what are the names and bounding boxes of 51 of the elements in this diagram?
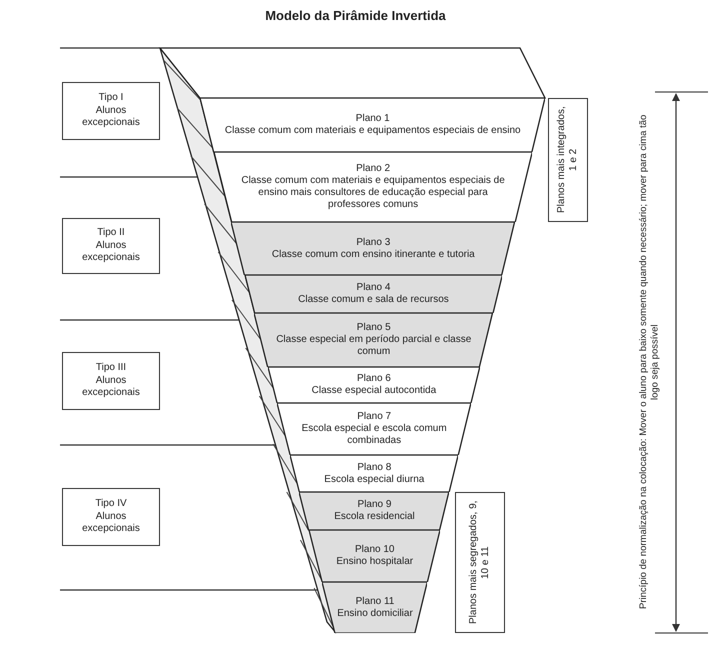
level-description: Escola residencial (334, 511, 415, 523)
pyramid-level (322, 582, 428, 633)
level-title: Plano 2 (356, 163, 390, 175)
level-description: Ensino domiciliar (337, 608, 413, 620)
category-title: Tipo I (98, 92, 124, 105)
level-description: Ensino hospitalar (336, 556, 414, 568)
level-title: Plano 1 (356, 113, 390, 125)
level-description: Classe comum e sala de recursos (298, 294, 449, 306)
bracket-box (548, 98, 588, 222)
category-box (62, 352, 160, 410)
level-title: Plano 8 (357, 462, 392, 474)
pyramid-level (290, 455, 458, 492)
note-text: Princípio de normalização na colocação: Mover o aluno para baixo somente quando necessário; mover para cima tão logo seja possível (638, 114, 662, 612)
level-description: Escola especial diurna (324, 474, 424, 486)
pyramid-level (299, 492, 450, 530)
level-description: Escola especial e escola comum combinadas (300, 423, 448, 447)
pyramid-level (254, 313, 493, 367)
category-description: Alunos excepcionais (81, 374, 141, 400)
pyramid-level (244, 275, 502, 313)
level-title: Plano 4 (356, 282, 390, 294)
category-title: Tipo III (94, 362, 128, 375)
category-box (62, 218, 160, 274)
level-title: Plano 7 (357, 411, 392, 423)
level-description: Classe especial autocontida (312, 385, 436, 397)
category-title: Tipo IV (94, 498, 128, 511)
pyramid-level (268, 367, 480, 403)
level-title: Plano 6 (356, 373, 391, 385)
level-description: Classe especial em período parcial e classe comum (275, 334, 472, 358)
level-title: Plano 5 (356, 322, 391, 334)
level-description: Classe comum com materiais e equipamentos especiais de ensino mais consultores de educação especial para professores comuns (240, 175, 506, 211)
category-description: Alunos excepcionais (81, 240, 141, 265)
level-description: Classe comum com ensino itinerante e tutoria (272, 248, 475, 260)
pyramid-level (276, 403, 471, 455)
group-label: Planos mais segregados, 9, 10 e 11 (468, 500, 492, 626)
category-title: Tipo II (96, 227, 126, 240)
pyramid-level (309, 530, 440, 582)
level-title: Plano 10 (355, 544, 394, 556)
level-title: Plano 3 (356, 236, 390, 248)
level-description: Classe comum com materiais e equipamentos especiais de ensino (224, 125, 521, 137)
category-description: Alunos excepcionais (81, 104, 141, 130)
level-title: Plano 11 (356, 596, 394, 608)
category-description: Alunos excepcionais (81, 510, 141, 536)
group-label: Planos mais integrados, 1 e 2 (556, 106, 580, 216)
diagram-title: Modelo da Pirâmide Invertida (264, 8, 447, 23)
pyramid-level (214, 152, 532, 222)
pyramid-level (200, 98, 545, 152)
category-box (62, 488, 160, 546)
category-box (62, 82, 160, 140)
pyramid-level (231, 222, 515, 275)
bracket-box (455, 492, 505, 633)
level-title: Plano 9 (358, 499, 392, 511)
